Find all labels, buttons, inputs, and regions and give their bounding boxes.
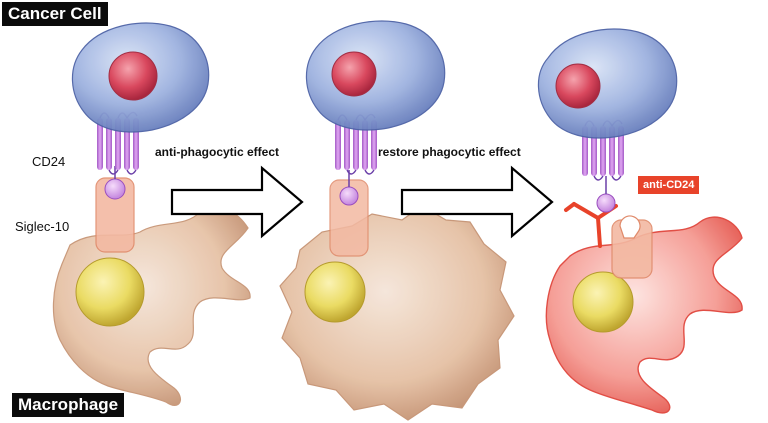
anti-phagocytic-label: anti-phagocytic effect [155,145,280,159]
macrophage-nucleus [304,261,366,323]
arrow-1 [170,165,304,239]
panel-3 [537,28,743,414]
panel-1 [52,22,251,407]
panel-2 [279,20,515,421]
cd24-ligand [104,178,126,200]
anti-cd24-label: anti-CD24 [638,176,700,194]
siglec10-label: Siglec-10 [15,219,70,234]
macrophage-nucleus [75,257,145,327]
macrophage-label: Macrophage [12,393,125,417]
cancer-cell-label: Cancer Cell [2,2,108,26]
macrophage-nucleus [572,271,634,333]
macrophage-activated [545,216,743,414]
cancer-nucleus [108,51,158,101]
cd24-ligand [596,193,616,213]
cd24-ligand [339,186,359,206]
cancer-nucleus [555,63,601,109]
siglec10-binding-pocket [619,215,641,239]
cd24-transmembrane-helices [582,119,624,181]
cd24-label: CD24 [32,154,66,169]
arrow-2 [400,165,554,239]
anti-cd24-antibody [564,202,618,248]
cancer-nucleus [331,51,377,97]
cancer-cell [537,28,678,139]
restore-phagocytic-label: restore phagocytic effect [378,145,521,159]
